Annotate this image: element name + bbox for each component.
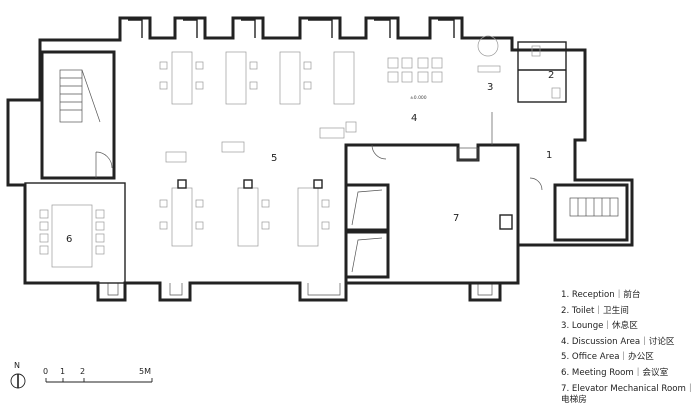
room-number-7: 7 xyxy=(453,213,459,224)
scale-tick-2: 2 xyxy=(80,367,85,376)
north-arrow: N xyxy=(10,361,26,389)
legend-item-toilet: 2. Toilet｜卫生间 xyxy=(561,305,629,316)
legend-item-discussion-area: 4. Discussion Area｜讨论区 xyxy=(561,336,675,347)
scale-tick-0: 0 xyxy=(43,367,48,376)
scale-tick-5m: 5M xyxy=(139,367,151,376)
legend-item-reception: 1. Reception｜前台 xyxy=(561,290,641,300)
level-mark: ±0.000 xyxy=(410,95,427,101)
toilet-block xyxy=(517,41,567,103)
room-number-5: 5 xyxy=(271,153,277,164)
legend-item-meeting-room: 6. Meeting Room｜会议室 xyxy=(561,367,669,378)
exterior-walls xyxy=(6,16,634,302)
elevator-room xyxy=(344,143,520,285)
scale-tick-1: 1 xyxy=(60,367,65,376)
room-number-1: 1 xyxy=(546,150,552,161)
room-number-6: 6 xyxy=(66,234,72,245)
meeting-room xyxy=(24,182,126,284)
legend-item-office-area: 5. Office Area｜办公区 xyxy=(561,352,654,363)
room-number-2: 2 xyxy=(548,70,554,81)
room-number-3: 3 xyxy=(487,82,493,93)
legend-item-lounge: 3. Lounge｜休息区 xyxy=(561,321,638,332)
north-label: N xyxy=(14,361,20,370)
scale-bar: 0 1 2 5M xyxy=(43,367,153,383)
room-number-4: 4 xyxy=(411,113,417,124)
stair-core-left xyxy=(40,50,116,180)
office-desks-upper xyxy=(159,51,357,163)
window-bays xyxy=(107,19,493,296)
legend-item-elevator-room: 7. Elevator Mechanical Room｜电梯房 xyxy=(561,383,695,405)
office-desks-lower xyxy=(159,179,330,247)
discussion-tables xyxy=(387,35,501,83)
room-legend: 1. Reception｜前台 2. Toilet｜卫生间 3. Lounge｜… xyxy=(561,290,700,410)
stair-core-right xyxy=(491,112,629,242)
